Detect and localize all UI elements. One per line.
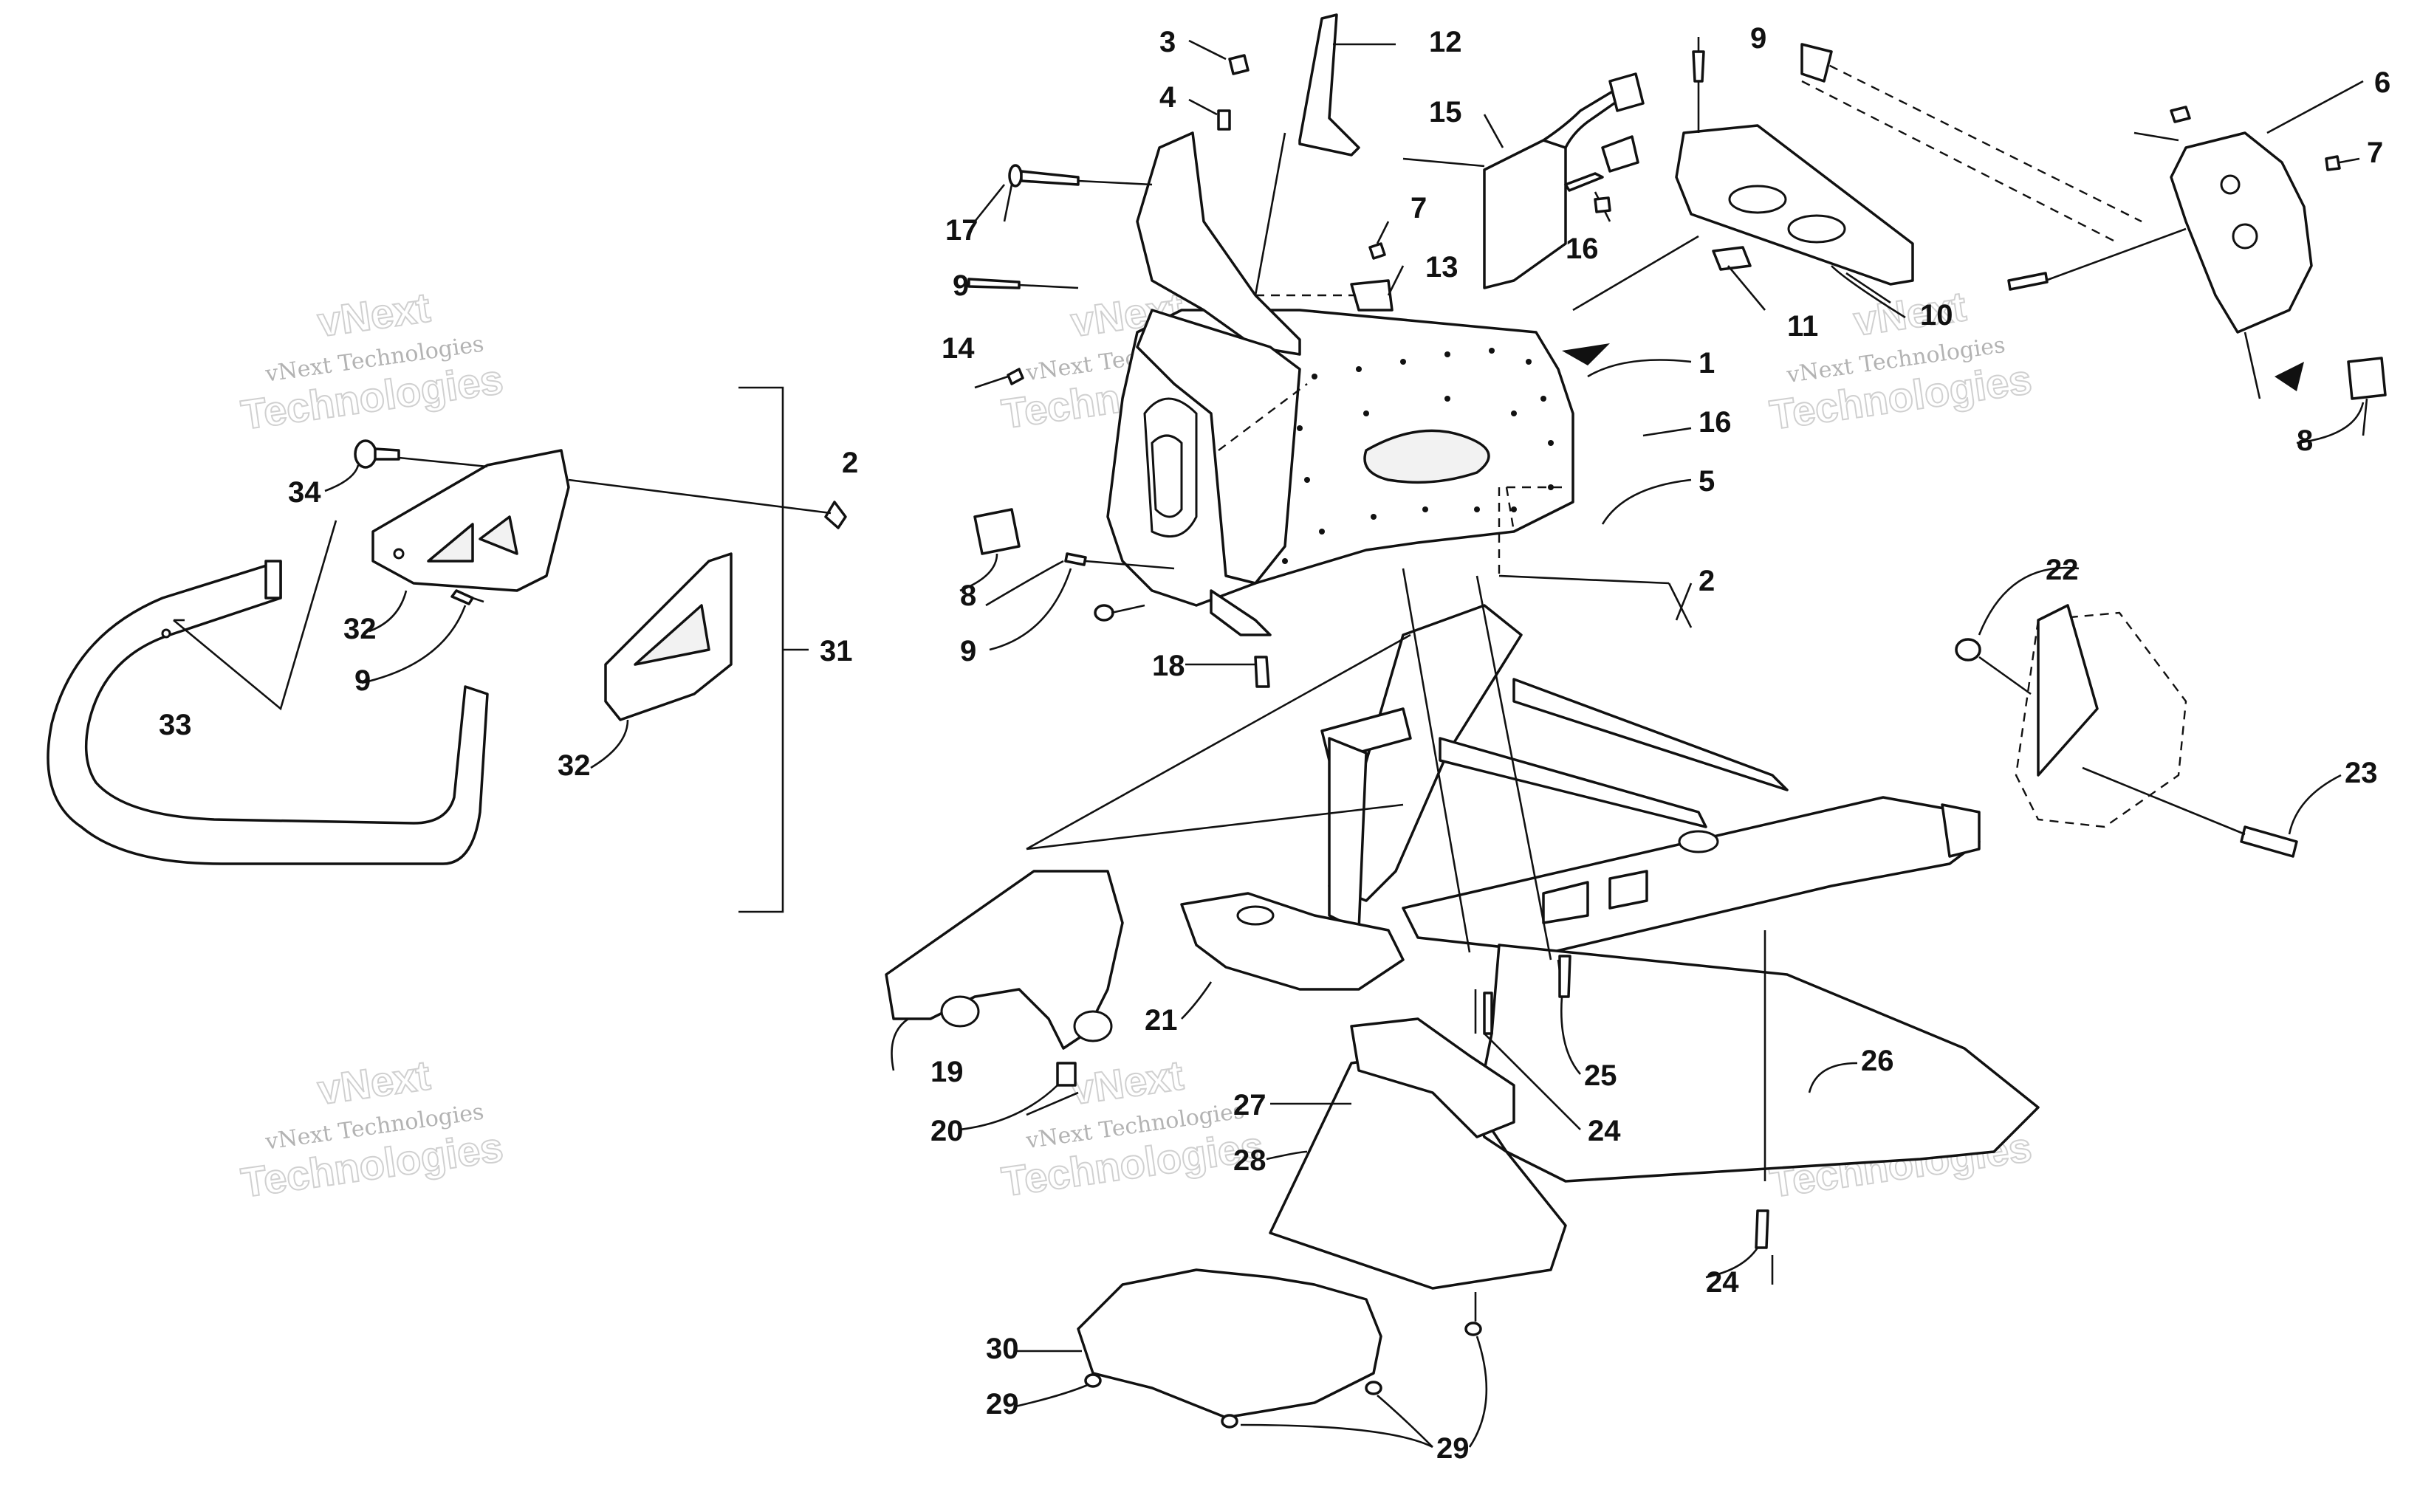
callout-31: 31	[820, 635, 853, 667]
callout-21: 21	[1145, 1004, 1178, 1037]
watermark-3: vNext Technologies vNext Technologies	[1766, 282, 2035, 439]
callout-5: 5	[1699, 465, 1715, 498]
bracket-21	[1180, 892, 1405, 991]
svg-text:vNext: vNext	[315, 284, 433, 346]
callout-13: 13	[1425, 251, 1458, 284]
upper-small-parts	[967, 13, 1645, 688]
callout-1: 1	[1699, 347, 1715, 379]
callout-9c: 9	[960, 635, 976, 667]
callout-23: 23	[2345, 757, 2378, 789]
callout-12: 12	[1429, 26, 1462, 58]
callout-2b: 2	[1699, 565, 1715, 597]
callout-30: 30	[986, 1333, 1019, 1365]
callout-9d: 9	[354, 664, 371, 697]
callout-33: 33	[159, 709, 192, 741]
callout-16a: 16	[1566, 233, 1599, 265]
rubber-block-8	[973, 508, 1021, 555]
bolt-34	[354, 439, 400, 469]
watermark-5: vNext Technologies vNext Technologies	[998, 1051, 1267, 1206]
callout-7b: 7	[2367, 137, 2383, 169]
callout-3: 3	[1159, 26, 1176, 58]
callout-8b: 8	[2297, 425, 2313, 457]
watermark-4: vNext Technologies vNext Technologies	[238, 1051, 507, 1206]
callout-19: 19	[930, 1056, 964, 1088]
callout-9b: 9	[953, 269, 969, 302]
callout-4: 4	[1159, 81, 1176, 114]
callout-10: 10	[1920, 299, 1953, 331]
callouts: 1 2 2 3 4 5 6 7 7 8 8 9 9 9 9 10 11 12 1…	[159, 22, 2390, 1465]
callout-24a: 24	[1588, 1115, 1621, 1147]
callout-7a: 7	[1410, 192, 1427, 224]
callout-28: 28	[1233, 1144, 1266, 1177]
callout-25: 25	[1584, 1059, 1617, 1092]
callout-18: 18	[1152, 650, 1185, 682]
callout-6: 6	[2374, 66, 2390, 99]
bolt-17	[1008, 164, 1080, 188]
module-15	[1483, 139, 1567, 289]
bumper-tube	[47, 560, 489, 865]
svg-text:vNext: vNext	[315, 1051, 433, 1113]
callout-27: 27	[1233, 1089, 1266, 1121]
front-bulkhead	[1106, 131, 1610, 636]
callout-17: 17	[945, 214, 978, 247]
callout-29a: 29	[986, 1388, 1019, 1420]
shield-30	[1077, 1268, 1382, 1419]
callout-26: 26	[1861, 1045, 1894, 1077]
bumper-bracket-upper	[371, 449, 570, 592]
callout-9a: 9	[1750, 22, 1766, 55]
main-frame	[885, 568, 2298, 1429]
callout-11: 11	[1787, 310, 1818, 343]
bracket-12	[1298, 13, 1360, 157]
callout-15: 15	[1429, 96, 1462, 128]
right-upper-parts	[1572, 37, 2387, 436]
panel-holes	[1282, 348, 1554, 564]
callout-8a: 8	[960, 580, 976, 612]
callout-16b: 16	[1699, 406, 1732, 439]
callout-24b: 24	[1706, 1266, 1739, 1299]
svg-text:vNext: vNext	[1068, 1051, 1186, 1113]
callout-34: 34	[288, 476, 321, 509]
callout-2a: 2	[842, 447, 858, 479]
watermark-1: vNext Technologies vNext Technologies	[238, 283, 507, 439]
callout-leaders	[324, 184, 2365, 1449]
callout-32a: 32	[343, 613, 377, 645]
callout-14: 14	[942, 332, 975, 365]
callout-29b: 29	[1436, 1432, 1470, 1465]
bumper-assembly	[47, 386, 847, 913]
callout-22: 22	[2046, 554, 2079, 586]
plate-10	[1675, 124, 1914, 286]
callout-20: 20	[930, 1115, 964, 1147]
callout-32b: 32	[558, 749, 591, 782]
